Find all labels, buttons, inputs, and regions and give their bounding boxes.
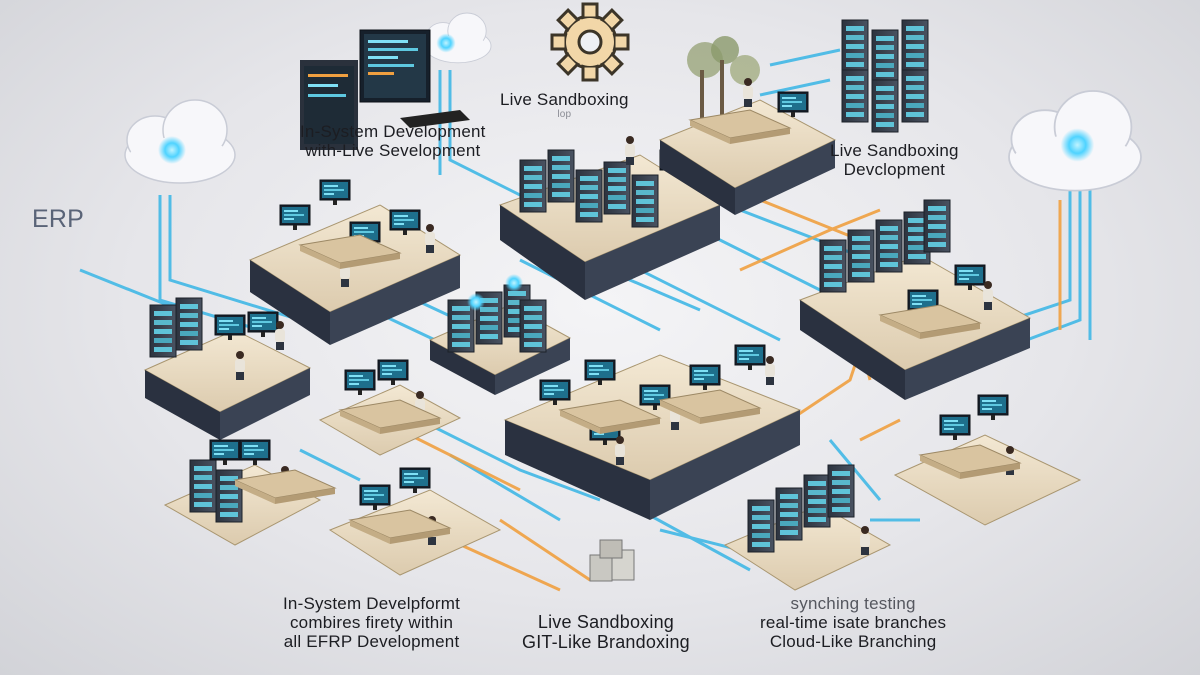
platform-center-servers <box>428 274 572 395</box>
workstation-top <box>300 29 470 150</box>
plant-icon <box>687 36 760 120</box>
bottom-middle-caption-line2: GIT-Like Brandoxing <box>522 632 690 653</box>
platform-left <box>248 179 462 345</box>
platform-right-lower <box>893 394 1082 526</box>
bottom-left-caption: In-System Develpformt combires firety wi… <box>283 594 460 651</box>
right-caption-line2: Devclopment <box>843 160 946 180</box>
bottom-right-caption-line2: real-time isate branches <box>760 613 947 633</box>
bottom-middle-caption-line1: Live Sandboxing <box>537 612 674 632</box>
bottom-right-caption-line1: synching testing <box>790 594 916 613</box>
gear-icon <box>550 2 630 82</box>
platform-right <box>798 199 1032 400</box>
cloud-icon <box>1008 90 1142 192</box>
top-left-caption: In-System Development with-Live Sevelopm… <box>300 122 486 160</box>
platform-center-main <box>503 344 802 520</box>
top-center-caption: Live Sandboxing lop <box>500 90 629 120</box>
right-caption-line1: Live Sandboxing <box>830 141 959 160</box>
top-left-caption-line2: with-Live Sevelopment <box>305 141 481 161</box>
erp-label: ERP <box>32 205 85 233</box>
top-left-caption-line1: In-System Development <box>300 122 486 141</box>
hardware-box-cluster <box>589 539 635 582</box>
platform-bottom-left <box>328 467 502 576</box>
platform-top-right <box>658 36 837 215</box>
bottom-middle-caption: Live Sandboxing GIT-Like Brandoxing <box>522 612 690 652</box>
platform-lower-left <box>163 439 336 546</box>
top-center-caption-line1: Live Sandboxing <box>500 90 629 109</box>
cloud-icon <box>424 12 492 64</box>
top-center-caption-line2: lop <box>557 109 572 121</box>
platform-left-middle <box>318 359 462 456</box>
bottom-right-caption-line3: Cloud-Like Branching <box>769 632 937 652</box>
platform-top-center <box>498 136 722 300</box>
cloud-icon <box>124 99 236 184</box>
server-cluster-top-right <box>841 19 929 133</box>
bottom-left-caption-line2: combires firety within <box>289 613 454 633</box>
platform-far-left <box>143 297 312 440</box>
right-caption: Live Sandboxing Devclopment <box>830 141 959 179</box>
bottom-left-caption-line1: In-System Develpformt <box>283 594 461 613</box>
bottom-left-caption-line3: all EFRP Development <box>283 632 460 652</box>
bottom-right-caption: synching testing real-time isate branche… <box>760 594 946 651</box>
platform-bottom-right <box>723 464 892 591</box>
